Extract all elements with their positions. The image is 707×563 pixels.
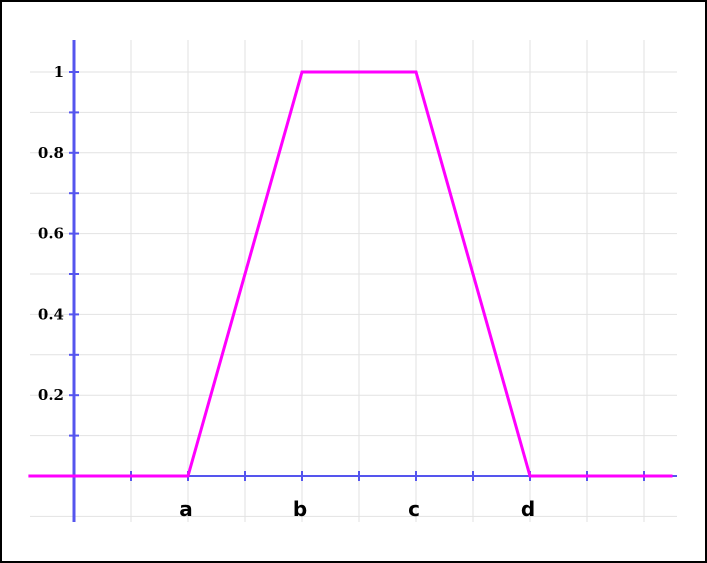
x-tick-label: b: [293, 497, 307, 521]
series-group: [28, 70, 673, 478]
y-tick-label: 0.2: [38, 386, 64, 404]
x-tick-label: d: [521, 497, 535, 521]
tick-labels: 0.2 0.4 0.6 0.8 1 a b c d: [38, 63, 535, 521]
x-tick-label: c: [408, 497, 420, 521]
series-line: [28, 70, 673, 478]
grid-lines: [30, 40, 677, 522]
y-tick-label: 0.4: [38, 305, 64, 323]
y-tick-label: 1: [54, 63, 64, 81]
y-tick-label: 0.6: [38, 225, 64, 243]
y-tick-label: 0.8: [38, 144, 64, 162]
x-tick-label: a: [179, 497, 193, 521]
